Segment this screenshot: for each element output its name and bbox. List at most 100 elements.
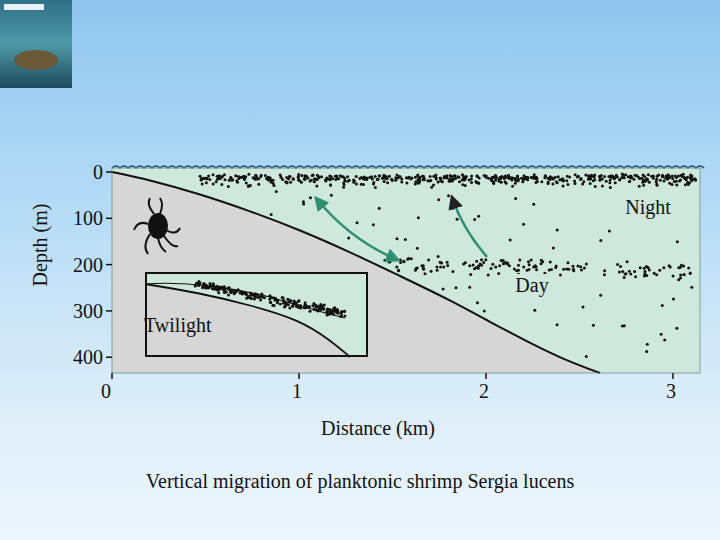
inset-dot — [213, 286, 216, 289]
shrimp-dot — [394, 179, 397, 182]
shrimp-dot — [638, 185, 641, 188]
shrimp-dot — [270, 213, 273, 216]
shrimp-dot — [300, 174, 303, 177]
shrimp-dot — [514, 197, 517, 200]
shrimp-dot — [628, 270, 631, 273]
shrimp-dot — [389, 260, 392, 263]
shrimp-dot — [533, 173, 536, 176]
shrimp-dot — [694, 178, 697, 181]
shrimp-dot — [634, 174, 637, 177]
shrimp-dot — [223, 178, 226, 181]
shrimp-dot — [215, 180, 218, 183]
shrimp-dot — [203, 177, 206, 180]
shrimp-dot — [311, 174, 314, 177]
axis-tick-label: 1 — [292, 380, 302, 402]
shrimp-dot — [343, 179, 346, 182]
shrimp-dot — [689, 272, 692, 275]
shrimp-dot — [688, 181, 691, 184]
shrimp-dot — [240, 176, 243, 179]
shrimp-dot — [517, 264, 520, 267]
shrimp-dot — [618, 271, 621, 274]
shrimp-dot — [352, 179, 355, 182]
shrimp-dot — [457, 175, 460, 178]
shrimp-dot — [449, 177, 452, 180]
shrimp-dot — [309, 196, 312, 199]
shrimp-dot — [662, 179, 665, 182]
shrimp-dot — [645, 274, 648, 277]
shrimp-dot — [476, 301, 479, 304]
axis-tick-label: 100 — [73, 207, 103, 229]
shrimp-dot — [551, 182, 554, 185]
shrimp-dot — [304, 178, 307, 181]
shrimp-dot — [482, 261, 485, 264]
shrimp-dot — [630, 176, 633, 179]
shrimp-dot — [479, 263, 482, 266]
shrimp-dot — [330, 194, 333, 197]
inset-dot — [326, 314, 329, 317]
shrimp-dot — [580, 177, 583, 180]
shrimp-dot — [435, 266, 438, 269]
inset-dot — [269, 301, 272, 304]
shrimp-dot — [540, 262, 543, 265]
shrimp-dot — [507, 176, 510, 179]
shrimp-dot — [648, 181, 651, 184]
shrimp-dot — [315, 185, 318, 188]
shrimp-dot — [583, 267, 586, 270]
shrimp-dot — [579, 178, 582, 181]
inset-dot — [339, 315, 342, 318]
shrimp-dot — [679, 178, 682, 181]
shrimp-dot — [565, 179, 568, 182]
inset-dot — [194, 285, 197, 288]
shrimp-dot — [535, 176, 538, 179]
shrimp-dot — [579, 265, 582, 268]
shrimp-dot — [372, 223, 375, 226]
shrimp-dot — [429, 179, 432, 182]
shrimp-dot — [356, 221, 359, 224]
shrimp-dot — [247, 173, 250, 176]
shrimp-dot — [407, 177, 410, 180]
shrimp-dot — [643, 175, 646, 178]
inset-dot — [298, 299, 301, 302]
shrimp-dot — [402, 260, 405, 263]
shrimp-dot — [212, 173, 215, 176]
shrimp-dot — [592, 179, 595, 182]
shrimp-dot — [256, 178, 259, 181]
shrimp-dot — [397, 269, 400, 272]
shrimp-dot — [656, 184, 659, 187]
shrimp-dot — [285, 181, 288, 184]
shrimp-dot — [562, 268, 565, 271]
inset-dot — [216, 286, 219, 289]
shrimp-dot — [472, 264, 475, 267]
shrimp-dot — [441, 180, 444, 183]
shrimp-dot — [443, 176, 446, 179]
shrimp-dot — [449, 174, 452, 177]
shrimp-dot — [457, 176, 460, 179]
shrimp-dot — [480, 258, 483, 261]
shrimp-dot — [621, 270, 624, 273]
shrimp-dot — [353, 180, 356, 183]
shrimp-dot — [439, 177, 442, 180]
shrimp-dot — [442, 287, 445, 290]
shrimp-dot — [556, 323, 559, 326]
shrimp-dot — [372, 181, 375, 184]
shrimp-dot — [662, 266, 665, 269]
shrimp-dot — [452, 177, 455, 180]
shrimp-dot — [415, 267, 418, 270]
shrimp-dot — [521, 180, 524, 183]
shrimp-dot — [347, 237, 350, 240]
shrimp-dot — [464, 176, 467, 179]
shrimp-dot — [477, 215, 480, 218]
shrimp-dot — [484, 258, 487, 261]
shrimp-dot — [672, 297, 675, 300]
shrimp-dot — [619, 265, 622, 268]
seafloor — [112, 172, 600, 373]
shrimp-dot — [383, 180, 386, 183]
shrimp-dot — [684, 183, 687, 186]
phase-label: Day — [512, 274, 551, 296]
shrimp-dot — [532, 203, 535, 206]
shrimp-dot — [646, 178, 649, 181]
shrimp-dot — [605, 180, 608, 183]
axis-tick-label: 0 — [101, 380, 111, 402]
shrimp-dot — [690, 286, 693, 289]
shrimp-dot — [506, 262, 509, 265]
